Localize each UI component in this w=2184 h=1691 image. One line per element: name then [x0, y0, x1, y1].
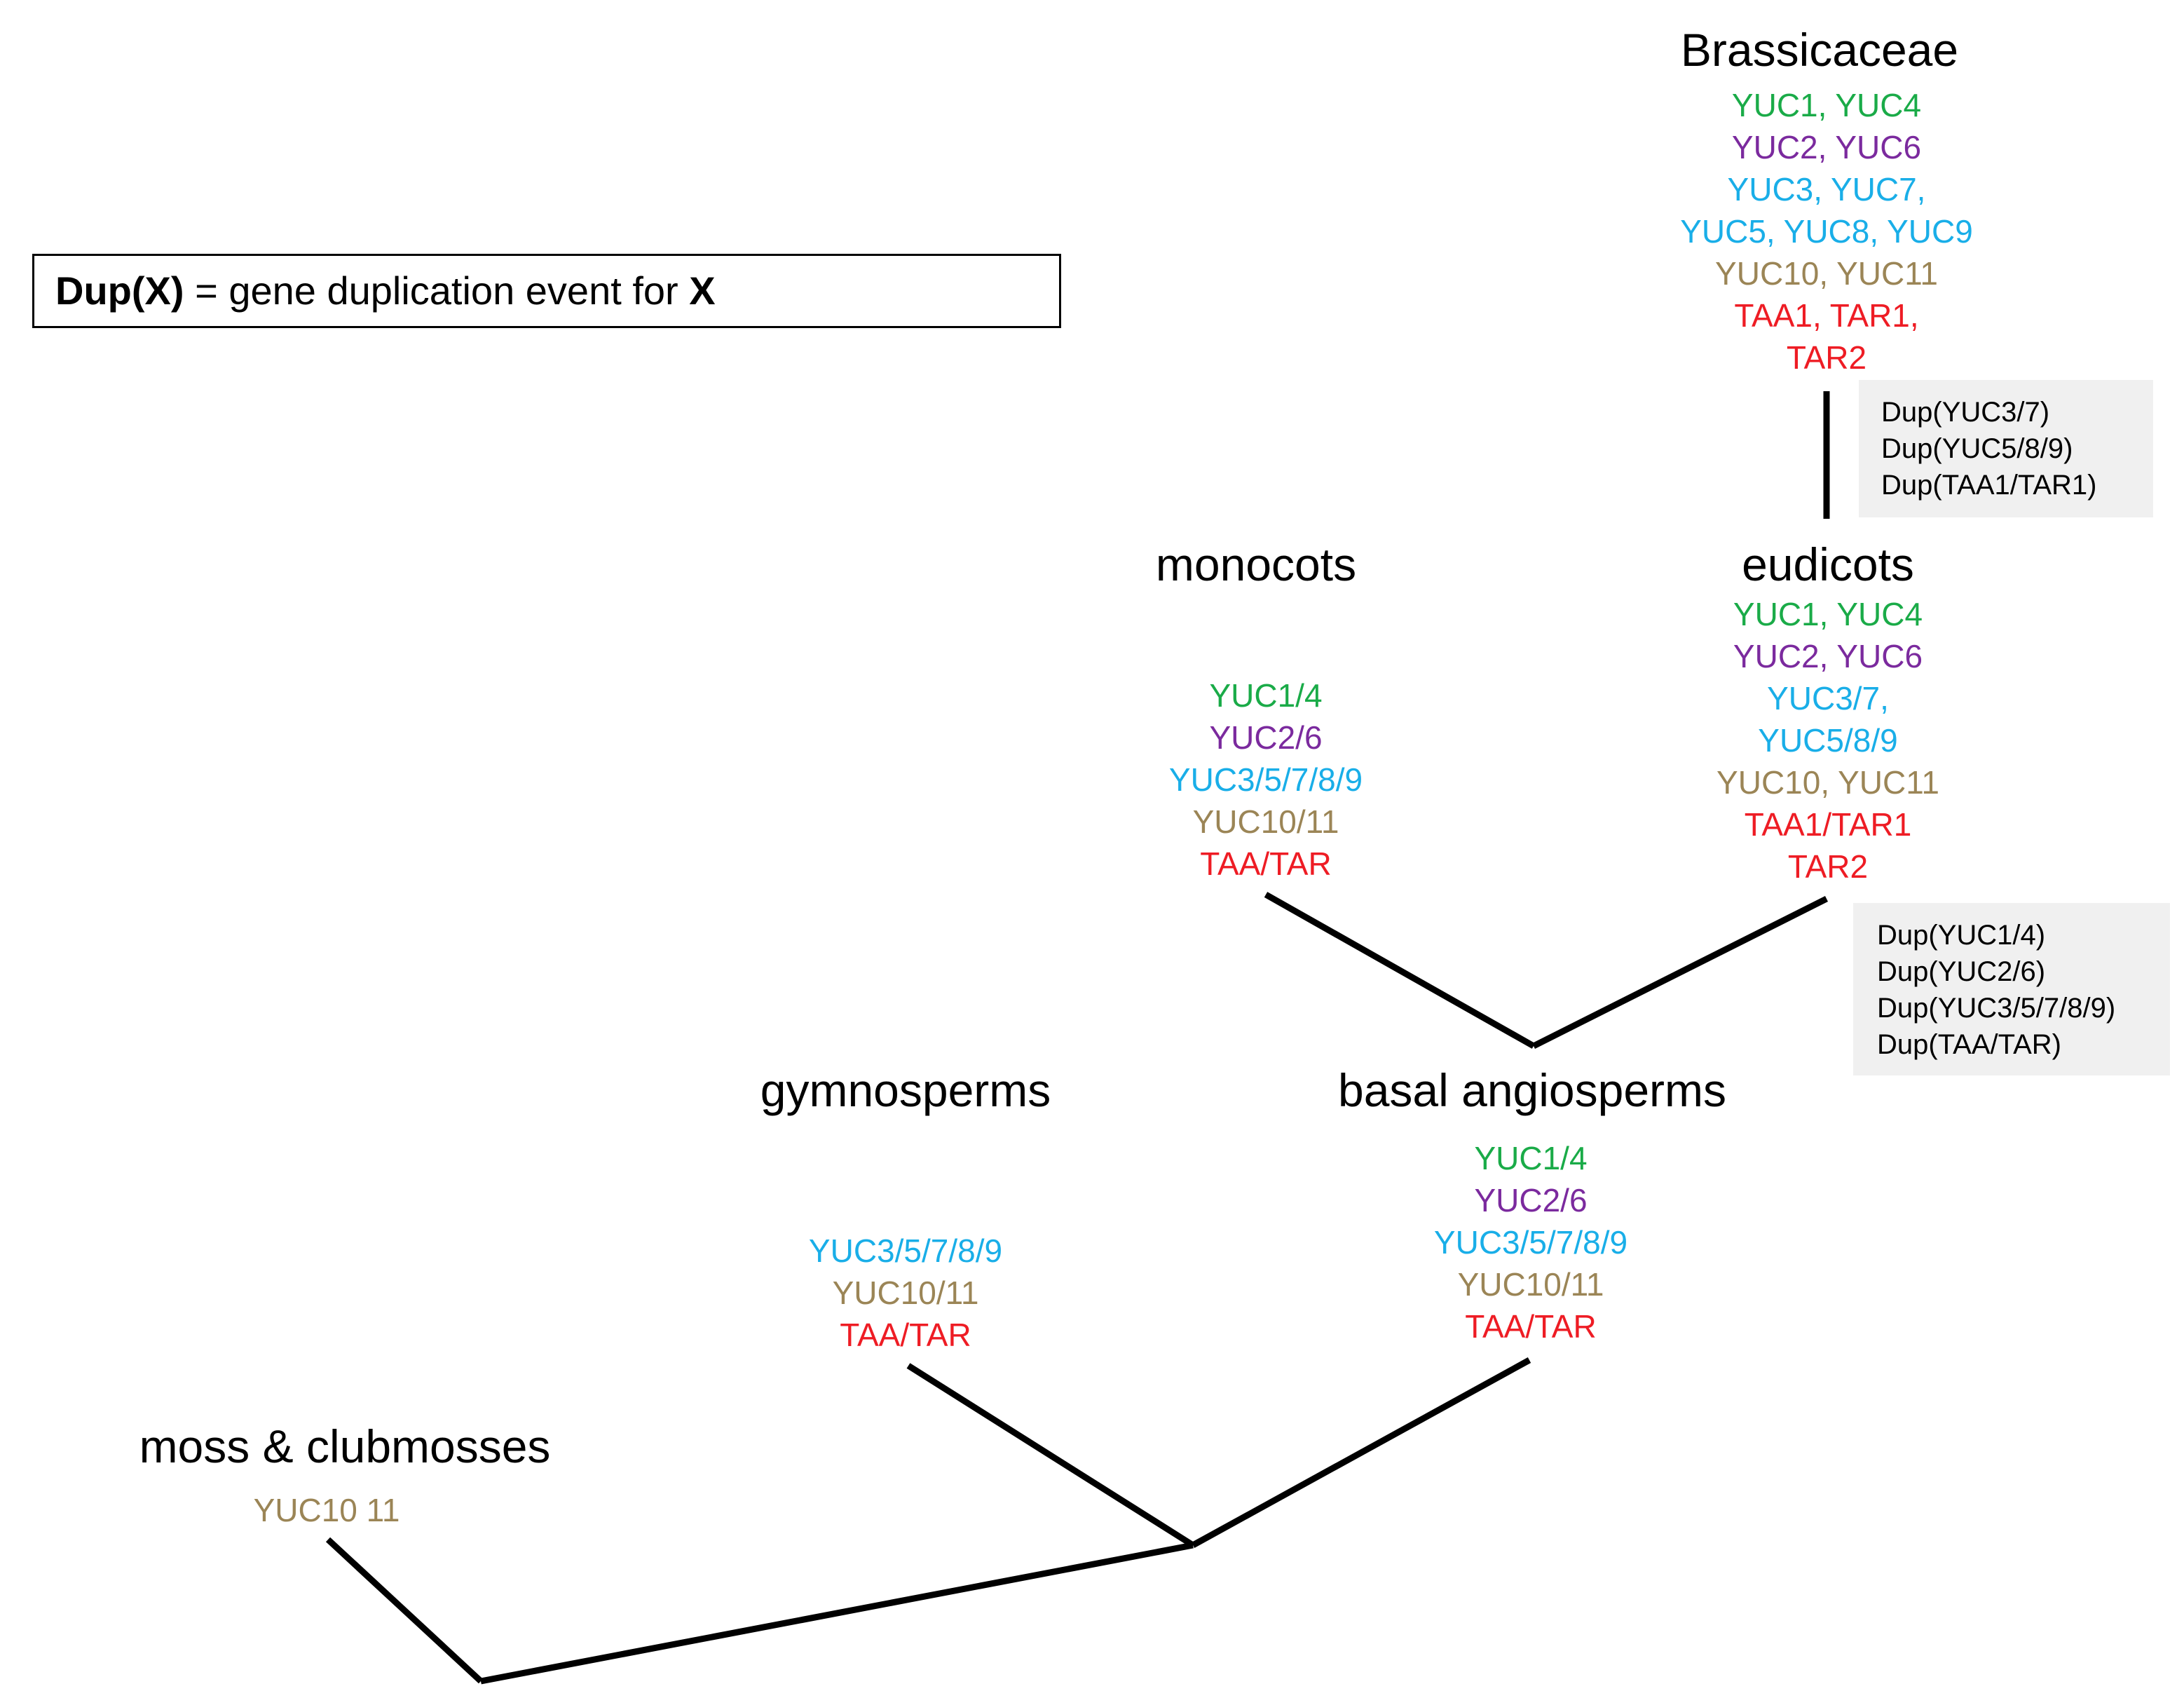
dup-event-label: Dup(YUC3/5/7/8/9) — [1877, 993, 2116, 1024]
gene-label: YUC5, YUC8, YUC9 — [1680, 213, 1973, 250]
gene-label: TAA1/TAR1 — [1744, 806, 1912, 843]
gene-label: YUC3/5/7/8/9 — [1433, 1224, 1628, 1261]
branch-eudicots — [1531, 895, 1829, 1050]
branch-moss — [325, 1537, 484, 1684]
gene-label: YUC1, YUC4 — [1733, 596, 1923, 632]
branch-basal-angiosperms — [1191, 1357, 1531, 1548]
dup-event-label: Dup(TAA1/TAR1) — [1881, 470, 2097, 501]
gene-label: YUC2, YUC6 — [1731, 129, 1922, 165]
gene-label: TAA/TAR — [1465, 1308, 1597, 1345]
gene-label: YUC3/5/7/8/9 — [1168, 761, 1363, 798]
gene-label: YUC1/4 — [1209, 677, 1323, 714]
legend-term: Dup(X) — [55, 269, 184, 313]
clade-label-moss-clubmosses: moss & clubmosses — [139, 1420, 551, 1472]
gene-label: TAA/TAR — [840, 1317, 971, 1353]
dup-event-label: Dup(YUC2/6) — [1877, 956, 2046, 987]
gene-label: YUC2/6 — [1209, 719, 1323, 756]
gene-list-moss-clubmosses: YUC10 11 — [254, 1489, 400, 1531]
gene-label: TAA/TAR — [1200, 845, 1332, 882]
dup-event-label: Dup(YUC5/8/9) — [1881, 433, 2073, 464]
gene-label: TAR2 — [1787, 848, 1869, 885]
gene-label: YUC10, YUC11 — [1715, 255, 1938, 292]
gene-label: YUC10/11 — [1457, 1266, 1604, 1303]
gene-label: YUC3, YUC7, — [1727, 171, 1926, 208]
gene-label: YUC1/4 — [1474, 1140, 1588, 1176]
dup-box-brassicaceae: Dup(YUC3/7) Dup(YUC5/8/9) Dup(TAA1/TAR1) — [1859, 380, 2153, 517]
clade-label-monocots: monocots — [1155, 538, 1357, 590]
gene-label: YUC10 11 — [253, 1492, 400, 1528]
gene-label: YUC1, YUC4 — [1731, 87, 1922, 123]
gene-label: TAA1, TAR1, — [1734, 297, 1919, 334]
gene-label: YUC2/6 — [1474, 1182, 1588, 1218]
gene-label: YUC10/11 — [1192, 803, 1339, 840]
dup-event-label: Dup(TAA/TAR) — [1877, 1029, 2061, 1060]
clade-label-eudicots: eudicots — [1742, 538, 1914, 590]
gene-label: YUC10, YUC11 — [1717, 764, 1939, 801]
gene-label: TAR2 — [1786, 339, 1867, 376]
legend-text: = gene duplication event for — [184, 269, 690, 313]
dup-box-eudicots: Dup(YUC1/4) Dup(YUC2/6) Dup(YUC3/5/7/8/9) D… — [1853, 903, 2170, 1075]
gene-label: YUC3/5/7/8/9 — [808, 1232, 1003, 1269]
branch-monocots — [1264, 892, 1536, 1049]
legend-box: Dup(X) = gene duplication event for X — [32, 254, 1061, 328]
dup-event-label: Dup(YUC3/7) — [1881, 397, 2050, 428]
legend-variable: X — [689, 269, 716, 313]
gene-label: YUC3/7, — [1767, 680, 1889, 717]
clade-label-basal-angiosperms: basal angiosperms — [1338, 1064, 1726, 1116]
branch-root-to-seed-plants — [480, 1542, 1194, 1685]
clade-label-gymnosperms: gymnosperms — [760, 1064, 1051, 1116]
gene-label: YUC2, YUC6 — [1733, 638, 1923, 674]
clade-label-brassicaceae: Brassicaceae — [1680, 24, 1959, 76]
gene-label: YUC5/8/9 — [1758, 722, 1898, 759]
gene-label: YUC10/11 — [832, 1275, 979, 1311]
branch-gymnosperms — [906, 1363, 1195, 1548]
dup-event-label: Dup(YUC1/4) — [1877, 920, 2046, 951]
